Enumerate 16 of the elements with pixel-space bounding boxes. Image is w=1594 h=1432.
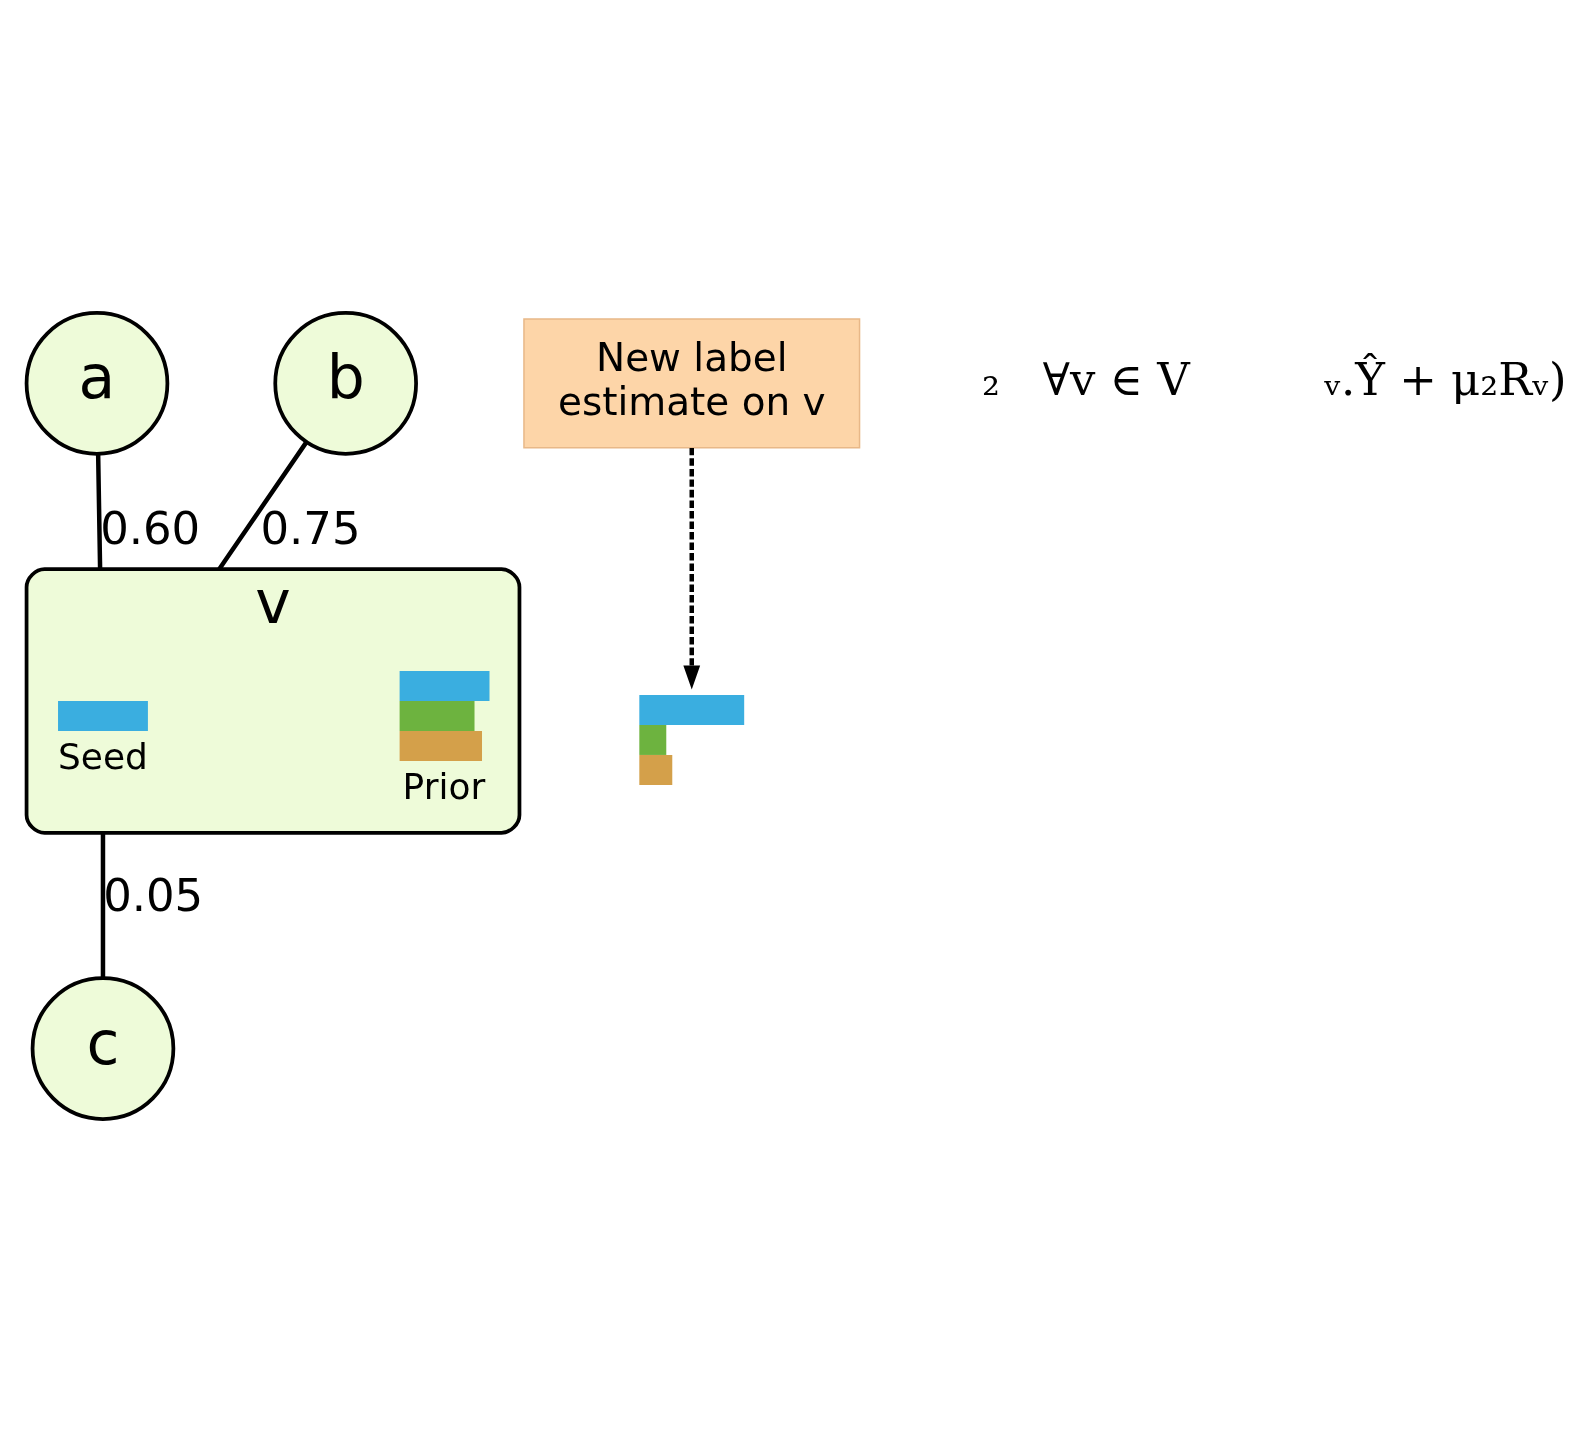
node-label: Seed <box>58 735 148 777</box>
label: ᵥ.Ŷ + μ₂Rᵥ) <box>1324 352 1567 406</box>
arrow <box>683 448 701 690</box>
label: ₂ ∀v ∈ V <box>981 352 1190 406</box>
connector <box>100 832 106 978</box>
edge-label: 0.75 <box>260 501 361 555</box>
node-label: Prior <box>402 765 486 807</box>
edge-label: 0.05 <box>103 868 204 922</box>
node-circle: a <box>24 311 170 456</box>
edge-label: 0.60 <box>100 501 201 555</box>
node-circle: c <box>30 976 176 1121</box>
connector <box>217 440 309 571</box>
node-box: New label estimate on v <box>523 318 861 449</box>
node-circle: b <box>273 311 418 456</box>
connector <box>95 453 103 570</box>
node-box <box>58 701 148 731</box>
